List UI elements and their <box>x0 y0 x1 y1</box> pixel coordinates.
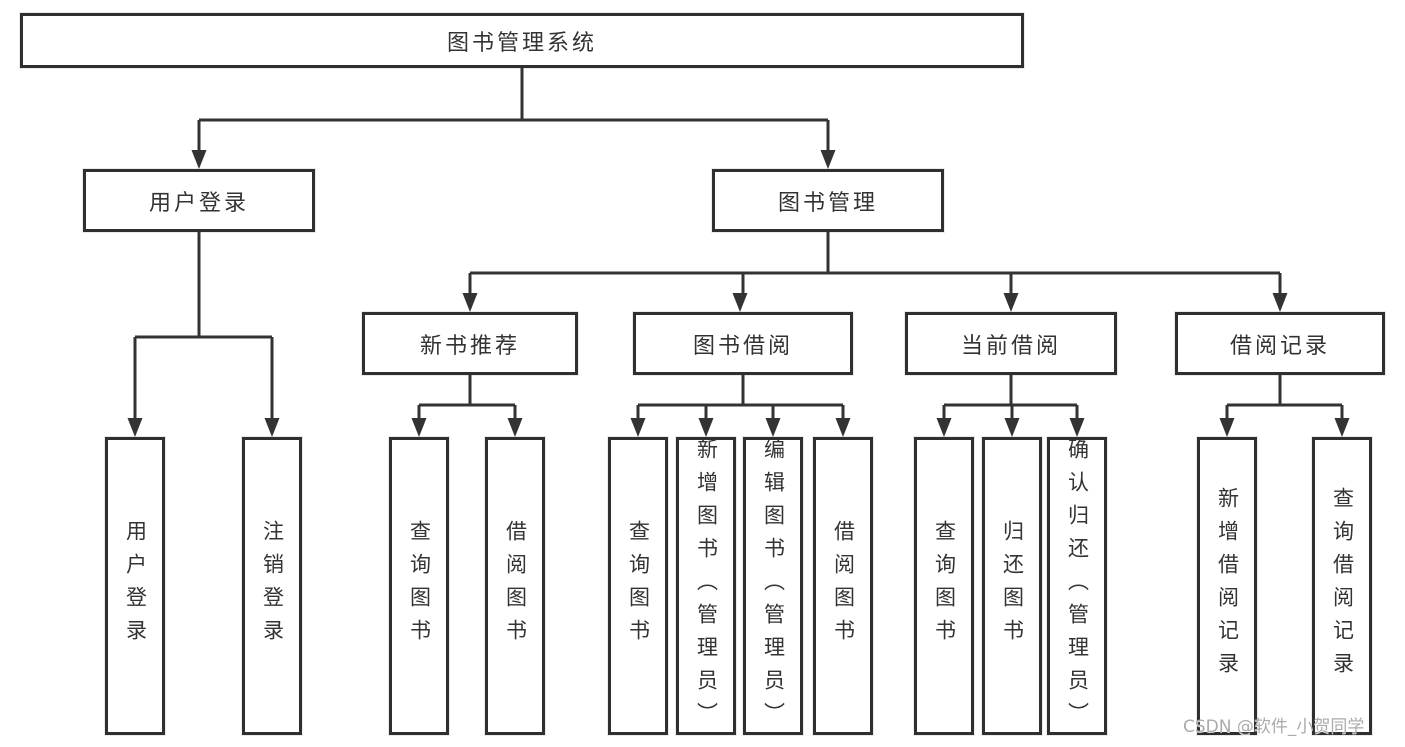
node-leaf-borrow-query-book-label: 查询图书 <box>626 520 651 652</box>
arrow-down-icon <box>264 418 280 437</box>
arrow-down-icon <box>1219 418 1235 437</box>
arrow-down-icon <box>127 418 143 437</box>
node-leaf-recommend-borrow-book-label: 借阅图书 <box>503 520 528 652</box>
node-leaf-user-login: 用户登录 <box>105 437 165 735</box>
node-current-borrow-label: 当前借阅 <box>960 333 1061 359</box>
arrow-down-icon <box>1004 418 1020 437</box>
connector-current-borrow <box>942 375 1079 419</box>
node-book-borrow-label: 图书借阅 <box>692 333 793 359</box>
node-leaf-borrow-borrow-book: 借阅图书 <box>813 437 873 735</box>
node-leaf-record-query-record-label: 查询借阅记录 <box>1330 487 1355 685</box>
node-leaf-record-query-record: 查询借阅记录 <box>1312 437 1372 735</box>
arrow-down-icon <box>820 150 836 169</box>
node-leaf-current-confirm-return-admin-label: 确认归还（管理员） <box>1065 437 1090 735</box>
node-leaf-recommend-query-book: 查询图书 <box>389 437 449 735</box>
arrow-down-icon <box>191 150 207 169</box>
arrow-down-icon <box>411 418 427 437</box>
node-new-book-recommend: 新书推荐 <box>362 312 578 375</box>
connector-root <box>197 68 830 151</box>
arrow-down-icon <box>698 418 714 437</box>
node-borrow-record-label: 借阅记录 <box>1229 333 1330 359</box>
node-root-label: 图书管理系统 <box>446 30 597 56</box>
node-leaf-user-login-label: 用户登录 <box>123 520 148 652</box>
node-leaf-borrow-borrow-book-label: 借阅图书 <box>831 520 856 652</box>
arrow-down-icon <box>462 293 478 312</box>
node-leaf-logout-login-label: 注销登录 <box>260 520 285 652</box>
connector-user-login <box>133 232 274 419</box>
node-user-login-label: 用户登录 <box>148 190 249 216</box>
arrow-down-icon <box>507 418 523 437</box>
arrow-down-icon <box>1272 293 1288 312</box>
node-new-book-recommend-label: 新书推荐 <box>419 333 520 359</box>
arrow-down-icon <box>936 418 952 437</box>
node-leaf-current-return-book: 归还图书 <box>982 437 1042 735</box>
node-book-manage-label: 图书管理 <box>777 190 878 216</box>
node-leaf-borrow-add-book-admin-label: 新增图书（管理员） <box>694 437 719 735</box>
connector-book-manage <box>468 232 1282 294</box>
node-leaf-current-query-book: 查询图书 <box>914 437 974 735</box>
node-leaf-record-add-record-label: 新增借阅记录 <box>1215 487 1240 685</box>
arrow-down-icon <box>1003 293 1019 312</box>
arrow-down-icon <box>1334 418 1350 437</box>
node-leaf-logout-login: 注销登录 <box>242 437 302 735</box>
node-leaf-recommend-query-book-label: 查询图书 <box>407 520 432 652</box>
csdn-watermark: CSDN @软件_小贺同学 <box>1183 717 1365 737</box>
node-leaf-recommend-borrow-book: 借阅图书 <box>485 437 545 735</box>
arrow-down-icon <box>1069 418 1085 437</box>
node-leaf-current-query-book-label: 查询图书 <box>932 520 957 652</box>
node-book-borrow: 图书借阅 <box>633 312 853 375</box>
node-borrow-record: 借阅记录 <box>1175 312 1385 375</box>
connector-borrow-record <box>1225 375 1344 419</box>
node-leaf-borrow-query-book: 查询图书 <box>608 437 668 735</box>
node-root: 图书管理系统 <box>20 13 1024 68</box>
node-book-manage: 图书管理 <box>712 169 944 232</box>
node-leaf-borrow-edit-book-admin-label: 编辑图书（管理员） <box>761 437 786 735</box>
arrowheads <box>127 150 1350 437</box>
connector-book-borrow <box>636 375 845 419</box>
node-current-borrow: 当前借阅 <box>905 312 1117 375</box>
node-leaf-current-return-book-label: 归还图书 <box>1000 520 1025 652</box>
node-user-login: 用户登录 <box>83 169 315 232</box>
arrow-down-icon <box>765 418 781 437</box>
node-leaf-borrow-add-book-admin: 新增图书（管理员） <box>676 437 736 735</box>
node-leaf-current-confirm-return-admin: 确认归还（管理员） <box>1047 437 1107 735</box>
node-leaf-record-add-record: 新增借阅记录 <box>1197 437 1257 735</box>
arrow-down-icon <box>630 418 646 437</box>
arrow-down-icon <box>732 293 748 312</box>
arrow-down-icon <box>835 418 851 437</box>
node-leaf-borrow-edit-book-admin: 编辑图书（管理员） <box>743 437 803 735</box>
connector-new-book-recommend <box>417 375 517 419</box>
